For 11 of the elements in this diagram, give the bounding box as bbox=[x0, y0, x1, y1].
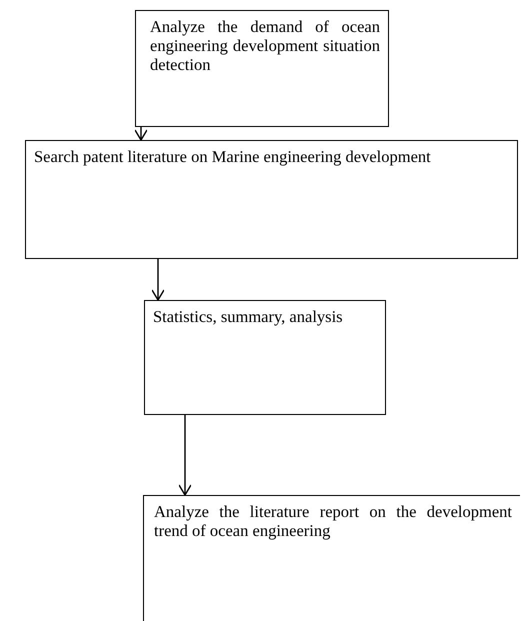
process-box bbox=[135, 10, 389, 127]
box-text: Analyze the demand of ocean engineering development situation detection bbox=[150, 17, 380, 74]
box-text: Analyze the literature report on the development trend of ocean engineering bbox=[154, 502, 512, 540]
process-box bbox=[143, 495, 520, 621]
process-box bbox=[25, 140, 518, 259]
arrow bbox=[134, 127, 148, 141]
process-box bbox=[144, 300, 386, 415]
arrow bbox=[151, 259, 165, 301]
arrow bbox=[178, 415, 192, 496]
box-text: Statistics, summary, analysis bbox=[153, 307, 344, 326]
box-text: Search patent literature on Marine engineering development bbox=[34, 147, 432, 166]
